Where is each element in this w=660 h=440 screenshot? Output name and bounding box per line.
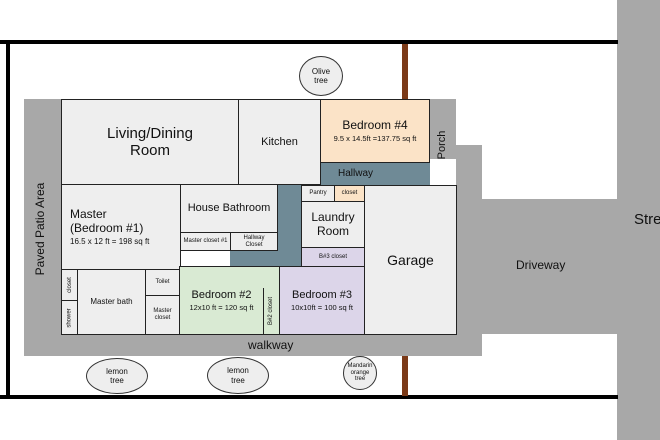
living-dining-label: Living/Dining Room [107, 124, 193, 159]
driveway-label: Driveway [516, 258, 566, 272]
lemon-tree-2: lemon tree [207, 357, 269, 394]
mandarin-orange-tree: Mandarin orange tree [343, 356, 377, 390]
hallway-area-vertical [278, 185, 302, 267]
toilet-label: Toilet [155, 279, 170, 286]
closet-peach-label: closet [341, 190, 358, 197]
boundary-top-right [408, 40, 618, 44]
living-dining-room: Living/Dining Room [61, 99, 239, 185]
driveway-area [482, 199, 618, 334]
kitchen: Kitchen [238, 99, 321, 185]
master-closet-label: Master closet [153, 308, 172, 321]
boundary-bottom [0, 395, 618, 399]
front-yard-pave [456, 145, 482, 356]
paved-patio-area [24, 99, 64, 356]
boundary-left [6, 40, 10, 398]
laundry-room: Laundry Room [301, 201, 365, 248]
left-pave-strip [24, 99, 62, 101]
bedroom-3-dims: 10x10ft = 100 sq ft [291, 303, 353, 313]
bedroom-3: Bedroom #3 10x10ft = 100 sq ft [279, 266, 365, 335]
fence-top [402, 44, 408, 100]
b3-closet-label: B#3 closet [318, 253, 348, 260]
hallway-closet: Hallway Closet [230, 232, 278, 251]
bedroom-3-label: Bedroom #3 [292, 288, 352, 301]
boundary-top-left [0, 40, 408, 44]
bedroom-2-dims: 12x10 ft = 120 sq ft [189, 303, 254, 313]
bedroom-4: Bedroom #4 9.5 x 14.5ft =137.75 sq ft [320, 99, 430, 163]
hallway-closet-label: Hallway Closet [243, 234, 265, 248]
laundry-room-label: Laundry Room [311, 209, 355, 238]
porch-label: Porch [436, 130, 448, 160]
garage-label: Garage [387, 251, 434, 268]
house-bathroom-label: House Bathroom [187, 202, 271, 215]
porch-area [428, 99, 456, 159]
olive-tree-label: Olive tree [311, 66, 331, 85]
olive-tree: Olive tree [299, 56, 343, 96]
hallway-label: Hallway [338, 168, 374, 179]
closet-vertical: closet [61, 269, 78, 301]
closet-vertical-label: closet [66, 277, 73, 293]
master-bath-label: Master bath [90, 297, 133, 307]
bedroom-2: Bedroom #2 12x10 ft = 120 sq ft [179, 266, 264, 335]
master-dims: 16.5 x 12 ft = 198 sq ft [70, 237, 150, 247]
bedroom-2-corner [263, 266, 280, 288]
master-label-2: (Bedroom #1) [70, 220, 144, 235]
kitchen-label: Kitchen [261, 135, 298, 148]
lemon-tree-1-label: lemon tree [106, 366, 128, 385]
master-bath: Master bath [77, 269, 146, 335]
garage: Garage [364, 185, 457, 335]
closet-peach: closet [334, 185, 365, 202]
walkway-area [24, 334, 482, 356]
b3-closet: B#3 closet [301, 247, 365, 267]
pantry-label: Pantry [309, 190, 327, 197]
house-bathroom: House Bathroom [180, 184, 278, 233]
lemon-tree-1: lemon tree [86, 358, 148, 394]
hallway-area-stub [230, 250, 282, 267]
shower-label: shower [66, 307, 73, 328]
master-closet-1-label: Master closet #1 [183, 238, 228, 245]
street-strip [617, 0, 660, 440]
master-label: Master [70, 206, 107, 221]
fence-bottom [402, 334, 408, 396]
master-bedroom: Master (Bedroom #1) 16.5 x 12 ft = 198 s… [61, 184, 181, 270]
pantry: Pantry [301, 185, 335, 202]
master-closet: Master closet [145, 295, 180, 335]
shower: shower [61, 300, 78, 335]
bedroom-4-label: Bedroom #4 [342, 117, 408, 132]
walkway-label: walkway [248, 338, 294, 352]
lemon-tree-2-label: lemon tree [227, 366, 249, 385]
bedroom-2-label: Bedroom #2 [191, 288, 252, 301]
mandarin-tree-label: Mandarin orange tree [347, 362, 373, 383]
paved-patio-label: Paved Patio Area [33, 182, 47, 276]
b2-closet-label: B#2 closet [268, 296, 275, 326]
bedroom-4-dims: 9.5 x 14.5ft =137.75 sq ft [333, 134, 417, 144]
toilet: Toilet [145, 269, 180, 296]
street-label: Stre [634, 211, 660, 228]
master-closet-1: Master closet #1 [180, 232, 231, 251]
b2-closet: B#2 closet [263, 287, 280, 335]
